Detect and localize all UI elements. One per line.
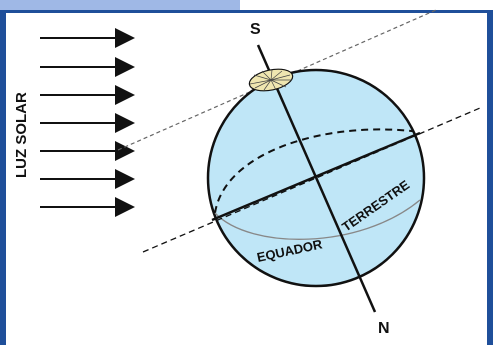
- frame-right-border: [487, 10, 493, 345]
- polar-spot: [248, 68, 294, 92]
- sunlight-label: LUZ SOLAR: [13, 92, 30, 178]
- hidden-circle-dashed: [214, 128, 421, 214]
- frame-left-border: [0, 10, 6, 345]
- north-pole-label: N: [378, 320, 390, 337]
- frame-top-border: [0, 10, 493, 13]
- plane-dashed-line: [142, 107, 481, 253]
- sunlight-arrows: [40, 28, 135, 217]
- south-pole-label: S: [250, 21, 261, 38]
- frame-top-tab: [0, 0, 240, 10]
- equator-line: [214, 199, 421, 240]
- tangent-dashed-line: [117, 9, 437, 151]
- rotation-axis: [256, 44, 377, 313]
